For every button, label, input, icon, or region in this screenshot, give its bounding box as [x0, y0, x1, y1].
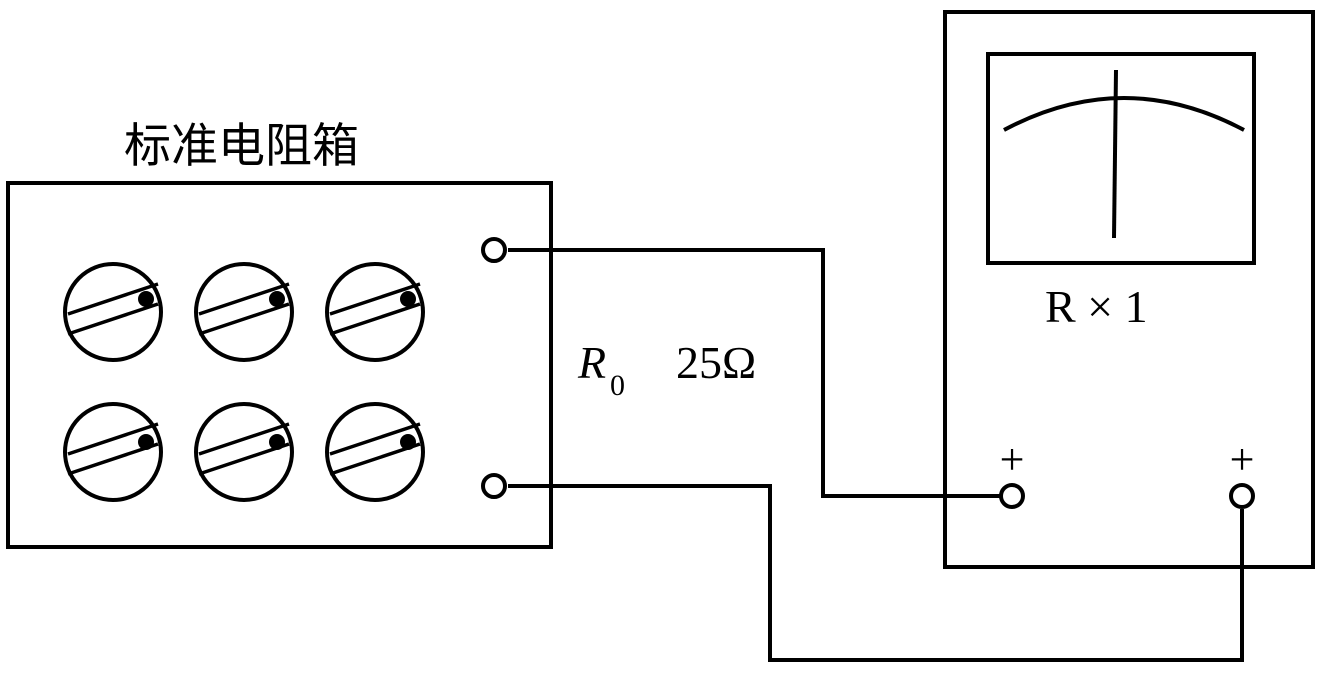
- wire-top: [508, 248, 1000, 498]
- resistance-box: [6, 181, 553, 549]
- meter-needle: [1112, 69, 1118, 239]
- dial-6[interactable]: [325, 402, 425, 502]
- dial-3[interactable]: [325, 262, 425, 362]
- meter-display-window: [986, 52, 1256, 265]
- dial-5[interactable]: [194, 402, 294, 502]
- wire-bottom: [508, 484, 1244, 662]
- dial-indicator-dot: [400, 434, 416, 450]
- meter-scale-arc: [1003, 96, 1245, 132]
- dial-indicator-dot: [138, 291, 154, 307]
- meter-terminal-left[interactable]: [999, 483, 1025, 509]
- box-terminal-bottom[interactable]: [481, 473, 507, 499]
- meter-terminal-right[interactable]: [1229, 483, 1255, 509]
- meter-terminal-right-sign: +: [1230, 435, 1255, 484]
- meter-terminal-left-sign: +: [1000, 435, 1025, 484]
- dial-indicator-dot: [269, 291, 285, 307]
- resistance-subscript: 0: [610, 369, 625, 402]
- dial-indicator-dot: [138, 434, 154, 450]
- dial-indicator-dot: [400, 291, 416, 307]
- resistance-box-title: 标准电阻箱: [124, 119, 359, 174]
- dial-4[interactable]: [63, 402, 163, 502]
- resistance-symbol: R: [577, 337, 606, 388]
- dial-1[interactable]: [63, 262, 163, 362]
- dial-indicator-dot: [269, 434, 285, 450]
- dial-2[interactable]: [194, 262, 294, 362]
- meter-range-label: R × 1: [1045, 281, 1148, 332]
- multimeter: [943, 10, 1315, 569]
- resistance-value: 25Ω: [676, 337, 756, 388]
- box-terminal-top[interactable]: [481, 237, 507, 263]
